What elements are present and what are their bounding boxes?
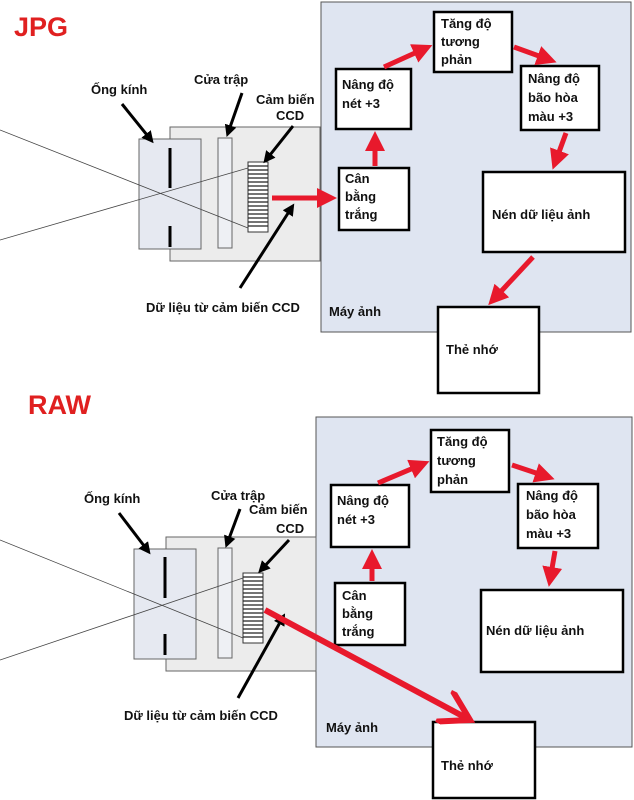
jpg-white-balance-line-3: trắng <box>345 207 378 222</box>
jpg-arrow-saturation-to-compress <box>550 132 569 170</box>
jpg-saturation-box <box>519 64 601 132</box>
raw-shutter-label: Cửa trập <box>211 488 265 503</box>
jpg-sensor-data-label: Dữ liệu từ cảm biến CCD <box>146 300 300 315</box>
jpg-sensor-pointer <box>263 125 295 164</box>
raw-saturation-line-3: màu +3 <box>526 526 571 541</box>
jpg-contrast-line-1: Tăng độ <box>441 16 492 31</box>
jpg-sensor-label-2: CCD <box>276 108 304 123</box>
jpg-lens-label: Ống kính <box>91 82 147 97</box>
raw-sensor-data-label: Dữ liệu từ cảm biến CCD <box>124 708 278 723</box>
jpg-sharpness-line-1: Nâng độ <box>342 77 394 92</box>
raw-light-ray-2 <box>0 577 244 661</box>
jpg-arrow-compress-to-card <box>488 255 535 306</box>
jpg-saturation-line-2: bão hòa <box>528 90 579 105</box>
jpg-memory-card-box <box>436 305 541 395</box>
jpg-ccd-stripes <box>248 165 268 227</box>
jpg-shutter-pointer <box>224 92 244 137</box>
jpg-lens-pointer <box>120 103 154 144</box>
raw-memory-card-label: Thẻ nhớ <box>441 758 494 773</box>
raw-sensor-label-2: CCD <box>276 521 304 536</box>
raw-white-balance-line-2: bằng <box>342 606 373 621</box>
raw-compress-label: Nén dữ liệu ảnh <box>486 623 584 638</box>
raw-light-ray-1 <box>0 539 244 639</box>
jpg-compress-box <box>481 170 627 254</box>
jpg-contrast-line-2: tương <box>441 34 480 49</box>
raw-saturation-box <box>516 482 600 550</box>
jpg-light-ray-2 <box>0 167 249 241</box>
raw-arrow-contrast-to-saturation <box>511 462 555 483</box>
raw-sensor-data-pointer <box>236 613 286 699</box>
raw-white-balance-line-1: Cân <box>342 588 367 603</box>
raw-sharpness-box <box>329 483 411 549</box>
jpg-compress-label: Nén dữ liệu ảnh <box>492 207 590 222</box>
raw-contrast-box <box>429 428 511 494</box>
jpg-sensor-data-pointer <box>238 203 295 289</box>
raw-camera-label: Máy ảnh <box>326 720 378 735</box>
raw-contrast-line-1: Tăng độ <box>437 434 488 449</box>
jpg-shutter <box>217 137 233 249</box>
raw-sensor-label-1: Cảm biến <box>249 502 308 517</box>
jpg-arrow-contrast-to-saturation <box>513 44 557 65</box>
raw-sharpness-line-2: nét +3 <box>337 512 375 527</box>
raw-contrast-line-2: tương <box>437 453 476 468</box>
raw-memory-card-box <box>431 720 537 800</box>
raw-shutter <box>217 547 233 659</box>
raw-ccd-stripes <box>243 576 263 638</box>
raw-lens-label: Ống kính <box>84 491 140 506</box>
jpg-title: JPG <box>14 12 68 42</box>
raw-title: RAW <box>28 390 92 420</box>
jpg-white-balance-box <box>337 166 411 232</box>
jpg-contrast-box <box>432 10 514 74</box>
jpg-section: JPG Máy ảnh Ống kính Cửa trập Cảm biến <box>0 1 632 395</box>
raw-sensor-pointer <box>258 538 291 574</box>
raw-arrow-sharpness-to-contrast <box>377 459 430 486</box>
jpg-camera-label: Máy ảnh <box>329 304 381 319</box>
jpg-sensor-label-1: Cảm biến <box>256 92 315 107</box>
jpg-sharpness-box <box>334 67 413 131</box>
jpg-memory-card-label: Thẻ nhớ <box>446 342 499 357</box>
jpg-saturation-line-3: màu +3 <box>528 109 573 124</box>
raw-section: RAW Máy ảnh Ống kính Cửa trập Cảm biến C… <box>0 390 633 800</box>
raw-saturation-line-2: bão hòa <box>526 507 577 522</box>
raw-white-balance-line-3: trắng <box>342 624 375 639</box>
raw-arrow-sensor-to-card <box>263 607 470 720</box>
jpg-saturation-line-1: Nâng độ <box>528 71 580 86</box>
jpg-sharpness-line-2: nét +3 <box>342 96 380 111</box>
raw-saturation-line-1: Nâng độ <box>526 488 578 503</box>
jpg-white-balance-line-2: bằng <box>345 189 376 204</box>
jpg-arrow-sharpness-to-contrast <box>382 44 433 70</box>
jpg-shutter-label: Cửa trập <box>194 72 248 87</box>
jpg-contrast-line-3: phản <box>441 52 472 67</box>
raw-shutter-pointer <box>224 508 242 548</box>
jpg-white-balance-line-1: Cân <box>345 171 370 186</box>
raw-white-balance-box <box>333 581 407 647</box>
raw-arrow-saturation-to-compress <box>542 550 563 587</box>
raw-lens-pointer <box>117 512 151 555</box>
raw-sharpness-line-1: Nâng độ <box>337 493 389 508</box>
raw-contrast-line-3: phản <box>437 472 468 487</box>
jpg-light-ray-1 <box>0 129 249 229</box>
raw-compress-box <box>479 588 625 674</box>
